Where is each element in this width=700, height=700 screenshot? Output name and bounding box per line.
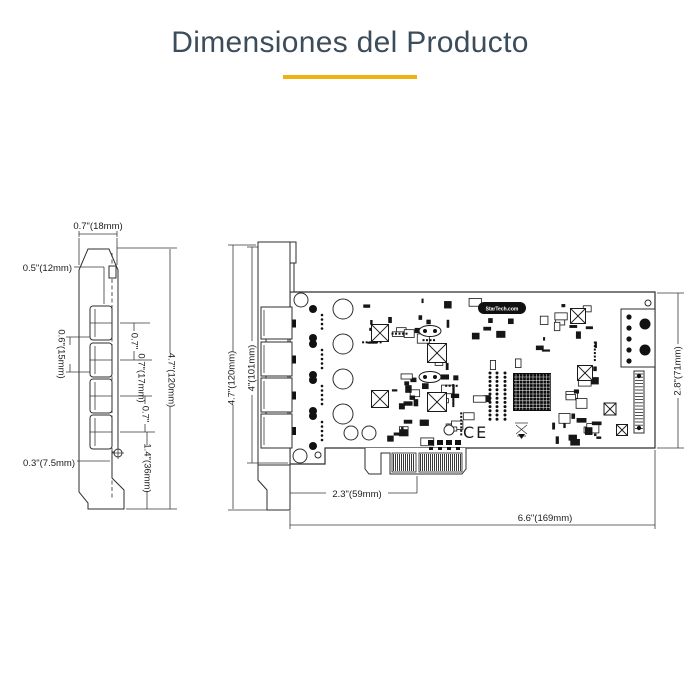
bracket-side-view: 0.7"(18mm) 0.5"(12mm) 0.6"(15mm) 0.7" 0.… (23, 221, 177, 510)
dim-label-card-total-height: 4.7"(120mm) (227, 351, 238, 406)
card-dimension-lines (228, 244, 684, 529)
mounting-holes (292, 292, 652, 464)
dim-label-card-bracket-height: 4"(101mm) (247, 345, 258, 392)
usb-port-pins (291, 305, 324, 450)
dim-label-lower-height: 1.4"(36mm) (141, 443, 152, 492)
bracket-dimension-lines (66, 231, 177, 510)
dim-label-card-right-height: 2.8"(71mm) (673, 346, 684, 395)
dim-label-top-width: 0.7"(18mm) (73, 221, 122, 232)
dim-label-bracket-total-height: 4.7"(120mm) (165, 353, 176, 408)
pcie-gold-fingers (391, 452, 463, 473)
crystal-oscillators (418, 325, 442, 383)
pin-strips (488, 371, 507, 421)
choke-components (371, 308, 628, 436)
dim-label-bottom-offset: 0.3"(7.5mm) (23, 458, 75, 469)
card-bracket-foot (257, 464, 291, 511)
dim-label-port-pitch-left: 0.6"(15mm) (55, 329, 66, 378)
dim-label-port-pitch-right: 0.7"(17mm) (135, 353, 146, 402)
controller-chip (513, 373, 551, 411)
startech-logo-label: StarTech.com (486, 307, 519, 313)
title-underline-accent (283, 75, 417, 79)
capacitors (332, 298, 377, 441)
page-title: Dimensiones del Producto (171, 26, 529, 59)
usb-ports (260, 306, 293, 449)
bracket-tab-slot (108, 265, 117, 279)
bracket-port-cutouts (89, 305, 113, 450)
dim-label-tab-offset: 0.5"(12mm) (23, 263, 72, 274)
ce-mark: CE (463, 423, 488, 442)
bracket-screw-hole (112, 447, 124, 459)
card-top-view: StarTech.com CE (227, 241, 684, 529)
dim-label-card-length: 6.6"(169mm) (518, 513, 573, 524)
dim-label-edge-connector-offset: 2.3"(59mm) (332, 489, 381, 500)
dim-label-gap-b: 0.7" (139, 406, 150, 423)
power-connector (620, 308, 656, 368)
internal-header (633, 370, 645, 434)
startech-logo: StarTech.com (478, 302, 526, 314)
dim-label-gap-a: 0.7" (128, 333, 139, 350)
weee-icon (515, 422, 528, 439)
